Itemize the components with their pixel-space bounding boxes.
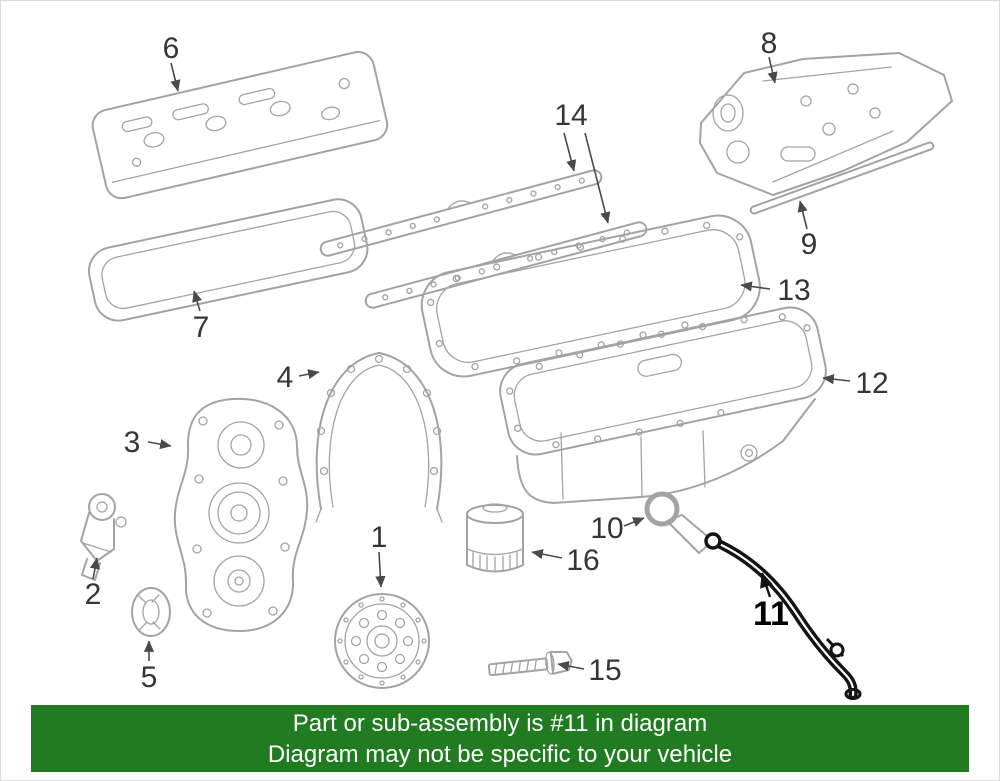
leader-9 [797,200,808,230]
crankshaft-sensor [80,493,127,581]
leader-13 [740,281,771,292]
bolt [487,650,573,677]
footer-banner: Part or sub-assembly is #11 in diagram D… [31,705,969,772]
intake-gasket-rail-lower [364,221,648,309]
leader-4 [298,369,320,380]
part-label-11-highlighted: 11 [753,595,789,633]
timing-cover-gasket [315,352,443,523]
part-label-7: 7 [193,311,210,344]
leader-16 [531,549,563,560]
part-labels: 6 8 14 9 13 7 4 12 3 1 10 16 2 5 15 11 [85,27,889,694]
part-label-4: 4 [277,361,294,394]
timing-cover [173,397,309,632]
part-label-15: 15 [588,654,621,687]
leader-1 [375,551,386,588]
part-label-12: 12 [855,367,888,400]
leader-15 [557,661,585,672]
banner-line-2: Diagram may not be specific to your vehi… [267,740,733,768]
part-label-8: 8 [761,27,778,60]
leader-8 [767,56,778,84]
part-label-9: 9 [801,228,818,261]
leader-10 [623,517,645,527]
part-label-13: 13 [777,274,810,307]
part-label-10: 10 [590,512,623,545]
dipstick-tube [704,532,862,700]
leader-3 [147,439,172,450]
leader-2 [89,557,100,580]
oil-filter [466,503,524,573]
part-label-16: 16 [566,544,599,577]
leader-6 [170,62,181,92]
leader-12 [822,374,851,385]
banner-line-1: Part or sub-assembly is #11 in diagram [292,709,708,737]
leader-7 [192,290,203,312]
intake-gasket-rail-upper [319,169,603,257]
part-label-5: 5 [141,661,158,694]
part-label-3: 3 [124,426,141,459]
leader-14b [584,132,611,224]
dipstick-handle [644,491,714,554]
manifold-side-gasket [749,141,935,215]
leader-arrows [89,56,851,672]
part-label-2: 2 [85,578,102,611]
leader-14a [563,132,577,172]
valve-cover-gasket [88,198,369,322]
part-label-14: 14 [554,99,587,132]
crankshaft-balancer [334,593,430,689]
front-crank-seal [131,587,171,637]
leader-11 [760,572,773,598]
oil-pan [499,306,827,504]
intake-manifold [699,52,953,196]
part-label-6: 6 [163,32,180,65]
engine-parts-diagram: 6 8 14 9 13 7 4 12 3 1 10 16 2 5 15 11 [80,27,953,700]
valve-cover [91,51,389,200]
part-label-1: 1 [371,521,388,554]
